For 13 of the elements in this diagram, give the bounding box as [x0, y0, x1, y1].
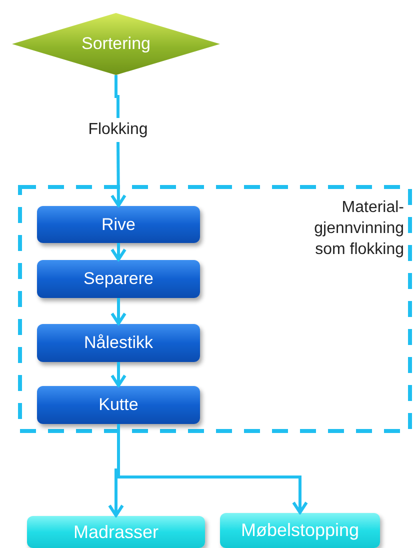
output-box: Møbelstopping — [220, 513, 380, 548]
connector-arrow — [110, 142, 126, 207]
connector-arrow — [110, 243, 126, 261]
dashed-group-frame — [18, 185, 412, 433]
flow-label: Flokking — [68, 118, 168, 142]
group-heading: Material- gjennvinning som flokking — [313, 198, 404, 260]
output-box: Madrasser — [27, 516, 205, 548]
process-box: Kutte — [37, 386, 200, 424]
process-box: Rive — [37, 206, 200, 243]
process-box: Nålestikk — [37, 324, 200, 362]
process-box: Separere — [37, 260, 200, 298]
connector-arrow — [110, 298, 126, 325]
connector-arrow — [110, 362, 126, 387]
